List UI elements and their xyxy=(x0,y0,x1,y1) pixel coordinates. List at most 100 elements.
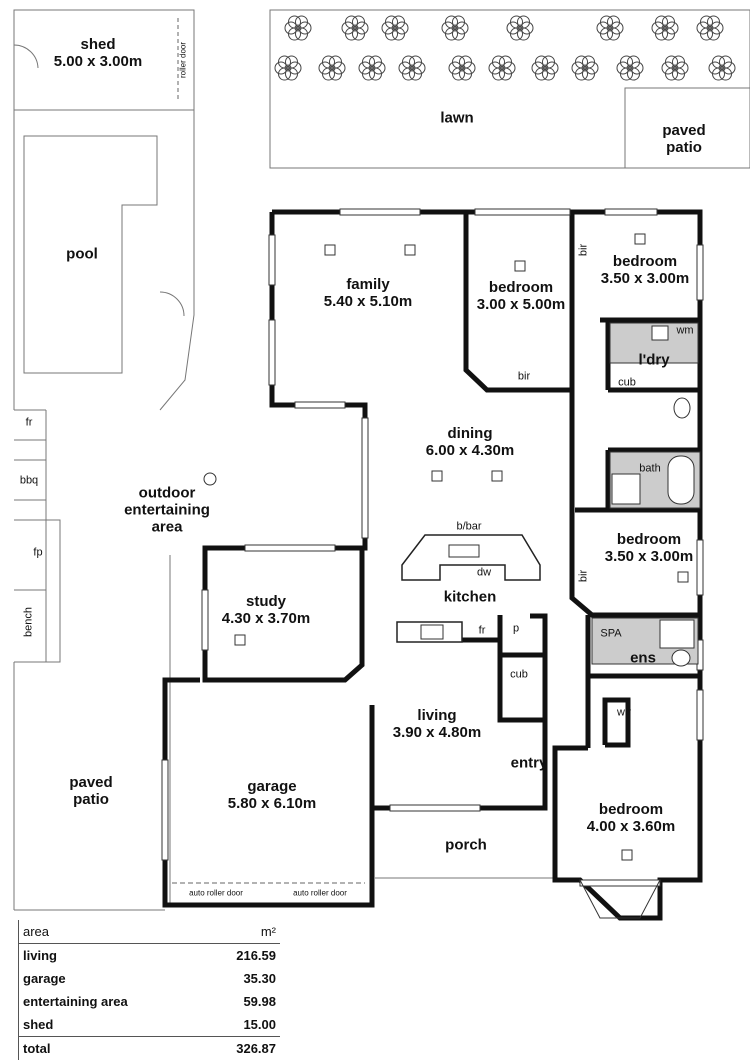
tree-icon xyxy=(506,15,534,41)
tree-icon xyxy=(531,55,559,81)
bbq-label: bbq xyxy=(19,474,39,487)
lawn-label: lawn xyxy=(440,109,474,127)
light-fixture-icon xyxy=(514,260,526,272)
area-row-label: living xyxy=(18,943,203,967)
laundry-label: l'dry xyxy=(638,351,670,369)
tree-icon xyxy=(488,55,516,81)
wir-label: wir xyxy=(616,706,632,719)
fr-outdoor-label: fr xyxy=(25,416,33,429)
light-fixture-icon xyxy=(234,634,246,646)
auto-roller-door-2-label: auto roller door xyxy=(293,888,347,898)
tree-icon xyxy=(318,55,346,81)
kitchen-sink xyxy=(448,544,480,558)
kitchen-label: kitchen xyxy=(443,588,497,606)
area-table: area m² living 216.59 garage 35.30 enterta… xyxy=(18,920,280,1060)
area-row-label: entertaining area xyxy=(18,990,203,1013)
pantry-label: p xyxy=(512,622,520,635)
area-total-value: 326.87 xyxy=(202,1036,280,1060)
bath-label: bath xyxy=(639,462,661,475)
outdoor-area-label: outdoor entertaining area xyxy=(124,484,210,536)
site-outlines xyxy=(13,9,750,911)
pool-gate-swing xyxy=(159,291,185,317)
bir-b-label: bir xyxy=(517,370,531,383)
dw-label: dw xyxy=(476,566,492,579)
light-fixtures xyxy=(234,233,689,861)
area-row-label: garage xyxy=(18,967,203,990)
area-row-value: 35.30 xyxy=(243,971,276,986)
tree-icon xyxy=(398,55,426,81)
area-table-header: area m² xyxy=(18,920,280,944)
ensuite-label: ens xyxy=(630,649,656,667)
wm-label: wm xyxy=(676,324,694,337)
entry-cub-label: cub xyxy=(510,668,528,681)
tree-icon xyxy=(708,55,736,81)
tree-icon xyxy=(571,55,599,81)
tree-icon xyxy=(661,55,689,81)
light-fixture-icon xyxy=(431,470,443,482)
light-fixture-icon xyxy=(677,571,689,583)
fp-label: fp xyxy=(33,546,43,559)
area-row-label: shed xyxy=(18,1013,203,1037)
area-header-label: area xyxy=(18,920,203,944)
shed-roller-door-label: roller door xyxy=(178,41,188,79)
laundry-cub-label: cub xyxy=(618,376,636,389)
area-total-label: total xyxy=(18,1036,203,1060)
area-row: shed 15.00 xyxy=(18,1013,281,1037)
tree-icon xyxy=(448,55,476,81)
pool-label: pool xyxy=(66,245,98,263)
area-row-value: 59.98 xyxy=(243,994,276,1009)
light-fixture-icon xyxy=(324,244,336,256)
kitchen-bench xyxy=(396,534,541,643)
tree-icon xyxy=(284,15,312,41)
auto-roller-door-1-label: auto roller door xyxy=(189,888,243,898)
porch-label: porch xyxy=(445,836,487,854)
bench-label: bench xyxy=(22,607,35,637)
entry-label: entry xyxy=(510,754,548,772)
area-row: entertaining area 59.98 xyxy=(18,990,281,1013)
tree-icon xyxy=(441,15,469,41)
bir-c-label: bir xyxy=(577,569,590,583)
tree-icon xyxy=(616,55,644,81)
ceiling-fan-icon xyxy=(203,472,217,486)
bay-window xyxy=(579,879,661,919)
area-header-unit: m² xyxy=(202,920,280,944)
shed-door-swing xyxy=(13,44,39,69)
area-row-value: 15.00 xyxy=(243,1017,276,1032)
spa-label: SPA xyxy=(600,627,622,640)
tree-icon xyxy=(341,15,369,41)
paved-patio-top-label: paved patio xyxy=(662,122,706,156)
fr-kitchen-label: fr xyxy=(478,624,486,637)
trees xyxy=(274,15,736,81)
light-fixture-icon xyxy=(491,470,503,482)
area-row: living 216.59 xyxy=(18,943,281,967)
area-row: garage 35.30 xyxy=(18,967,281,990)
tree-icon xyxy=(596,15,624,41)
light-fixture-icon xyxy=(634,233,646,245)
cooktop xyxy=(420,624,444,640)
tree-icon xyxy=(274,55,302,81)
light-fixture-icon xyxy=(404,244,416,256)
light-fixture-icon xyxy=(621,849,633,861)
tree-icon xyxy=(696,15,724,41)
paved-patio-left-label: paved patio xyxy=(69,774,113,808)
fixture-details xyxy=(611,325,695,667)
bir-a-label: bir xyxy=(577,243,590,257)
tree-icon xyxy=(381,15,409,41)
area-row-value: 216.59 xyxy=(236,948,276,963)
tree-icon xyxy=(358,55,386,81)
tree-icon xyxy=(651,15,679,41)
bbar-label: b/bar xyxy=(456,520,482,533)
windows xyxy=(161,208,704,887)
